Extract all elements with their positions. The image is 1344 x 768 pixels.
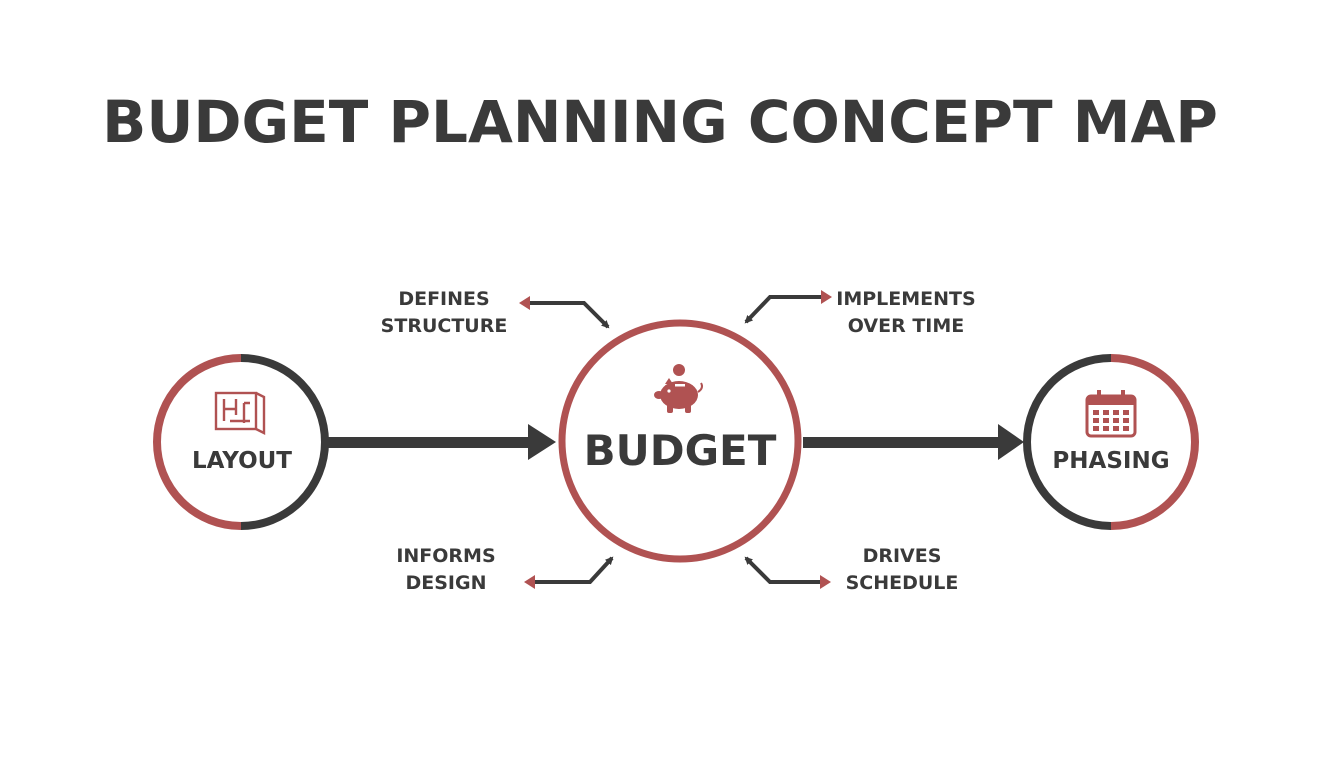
relation-label-line1: DEFINES xyxy=(398,288,489,310)
relation-label-line1: IMPLEMENTS xyxy=(836,288,975,310)
node-label-budget: BUDGET xyxy=(584,426,777,475)
node-ring-accent xyxy=(1110,354,1199,530)
relation-drives-schedule: DRIVES SCHEDULE xyxy=(744,545,959,594)
node-ring-accent xyxy=(153,354,242,530)
relation-arrow-tail xyxy=(524,575,535,589)
node-ring-accent xyxy=(558,319,802,563)
relation-arrow xyxy=(528,301,610,329)
node-label-layout: LAYOUT xyxy=(192,448,292,474)
relation-arrow xyxy=(744,556,820,584)
relation-label-line1: INFORMS xyxy=(396,545,495,567)
relation-label-line2: OVER TIME xyxy=(848,315,965,337)
arrowhead xyxy=(528,424,556,460)
relation-arrow-tail xyxy=(519,296,530,310)
node-label-phasing: PHASING xyxy=(1052,448,1169,474)
relation-label-line2: DESIGN xyxy=(405,572,486,594)
relation-label-line2: STRUCTURE xyxy=(381,315,508,337)
floor-plan-icon xyxy=(214,391,266,435)
relation-label-line2: SCHEDULE xyxy=(846,572,959,594)
relation-label-line1: DRIVES xyxy=(863,545,942,567)
piggy-bank-icon xyxy=(654,364,703,413)
node-layout: LAYOUT xyxy=(153,354,329,530)
relation-defines-structure: DEFINES STRUCTURE xyxy=(381,288,610,337)
relation-arrow xyxy=(534,556,614,584)
relation-implements-over-time: IMPLEMENTS OVER TIME xyxy=(744,288,976,337)
node-budget: BUDGET xyxy=(558,319,802,563)
arrowhead xyxy=(998,424,1024,460)
relation-arrow-tail xyxy=(820,575,831,589)
connector-layout-to-budget xyxy=(326,424,556,460)
node-ring-dark xyxy=(240,354,329,530)
calendar-icon xyxy=(1085,390,1137,438)
relation-informs-design: INFORMS DESIGN xyxy=(396,545,614,594)
page-title: BUDGET PLANNING CONCEPT MAP xyxy=(102,88,1218,156)
connector-budget-to-phasing xyxy=(803,424,1024,460)
relation-arrow-tail xyxy=(821,290,832,304)
node-phasing: PHASING xyxy=(1023,354,1199,530)
relation-arrow xyxy=(744,295,822,324)
node-ring-dark xyxy=(1023,354,1112,530)
